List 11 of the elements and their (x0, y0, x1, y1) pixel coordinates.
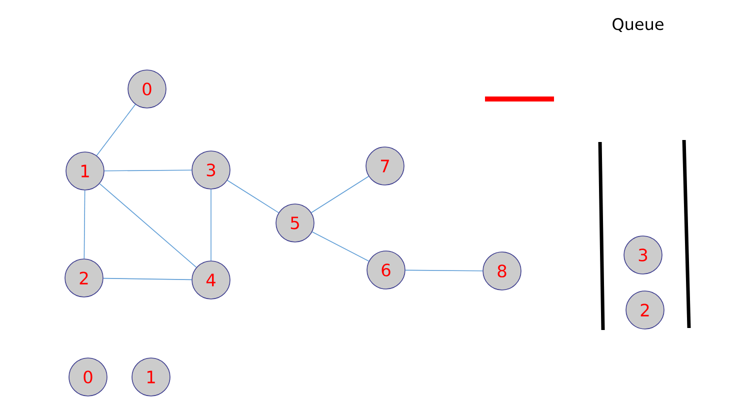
edge-line (84, 190, 86, 259)
edge-line (103, 278, 192, 280)
edge-line (99, 183, 197, 268)
edge-line (311, 176, 370, 214)
edge-line (104, 170, 192, 172)
edge-line (312, 232, 370, 262)
edge-line (96, 104, 136, 156)
edge-line (210, 189, 212, 261)
edge-line (405, 270, 483, 272)
edge-line (227, 180, 279, 214)
queue-label: Queue (612, 18, 664, 32)
